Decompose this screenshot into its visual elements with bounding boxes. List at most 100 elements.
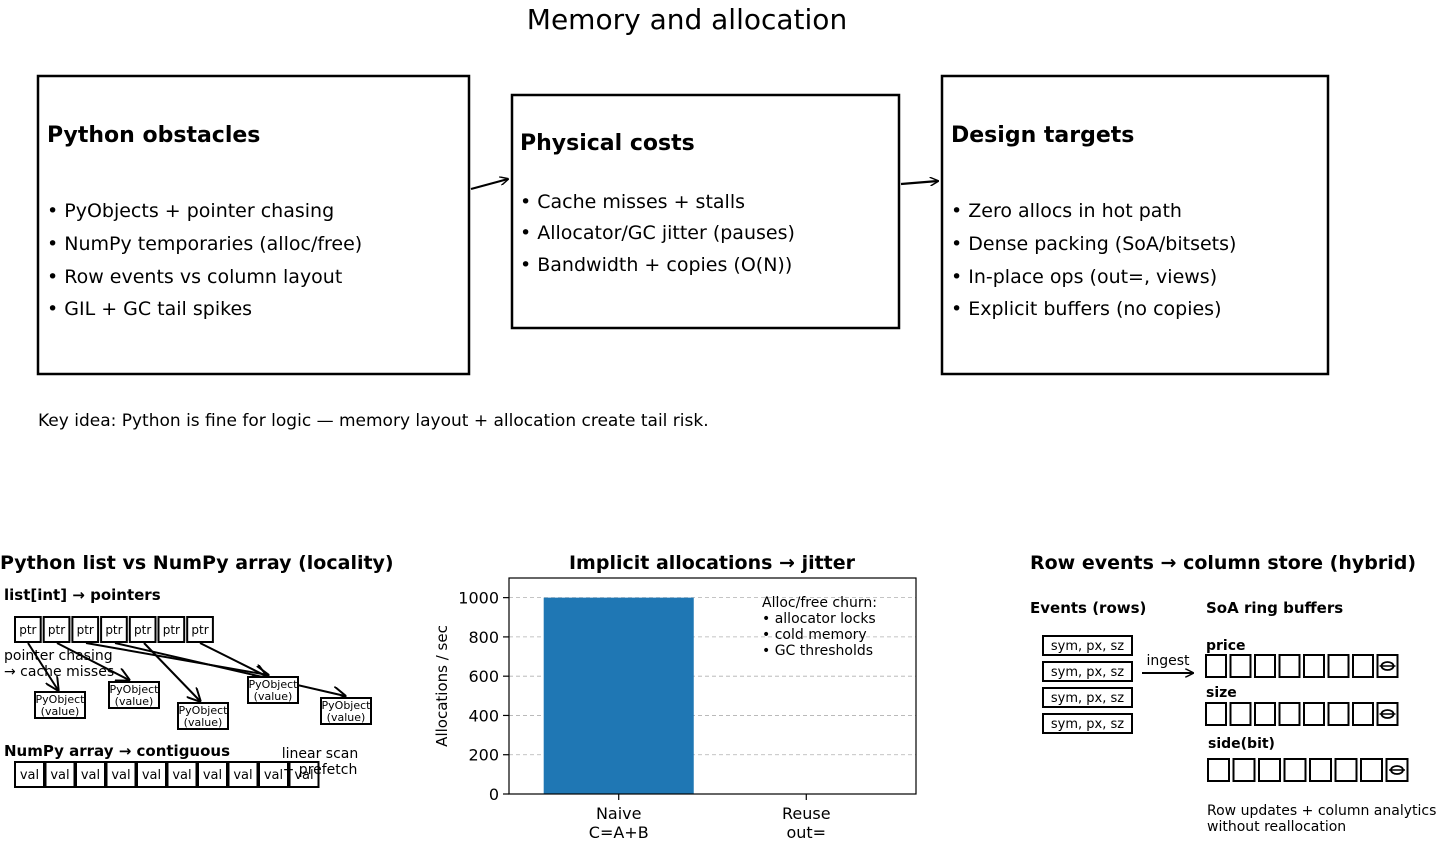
- pointer-cell: [128, 616, 157, 643]
- bar: [543, 597, 694, 794]
- value-cell-label: val: [50, 768, 69, 783]
- x-tick-label: C=A+B: [589, 823, 649, 842]
- buffer-cell: [1278, 654, 1301, 678]
- y-tick-label: 0: [489, 785, 499, 804]
- annotation-line: Alloc/free churn:: [762, 595, 877, 611]
- flow-box-design-targets: Design targets • Zero allocs in hot path…: [940, 74, 1330, 376]
- buffer-cell: [1278, 702, 1301, 726]
- alloc-chart: Implicit allocations → jitter 0200400600…: [433, 552, 917, 842]
- locality-panel: Python list vs NumPy array (locality) li…: [0, 552, 394, 788]
- event-row-label: sym, px, sz: [1051, 665, 1124, 680]
- value-cell-label: val: [233, 768, 252, 783]
- buffer-cell: [1309, 758, 1332, 782]
- value-cell: [75, 761, 106, 788]
- value-cell-label: val: [20, 768, 39, 783]
- value-cell-label: val: [172, 768, 191, 783]
- event-row-label: sym, px, sz: [1051, 639, 1124, 654]
- event-row-label: sym, px, sz: [1051, 691, 1124, 706]
- columnar-footer: Row updates + column analytics: [1207, 803, 1436, 819]
- pyobject-label: PyObject: [179, 704, 229, 717]
- value-cell-label: val: [264, 768, 283, 783]
- pointer-cell-label: ptr: [19, 623, 36, 637]
- box-bullet: • Allocator/GC jitter (pauses): [520, 222, 795, 244]
- x-tick-label: Naive: [596, 804, 642, 823]
- pyobject-label: PyObject: [249, 678, 299, 691]
- box-bullet: • Explicit buffers (no copies): [951, 298, 1222, 320]
- buffer-label: price: [1206, 638, 1246, 654]
- value-cell: [14, 761, 45, 788]
- buffer-cell: [1303, 654, 1325, 678]
- pyobject-value: (value): [254, 690, 293, 703]
- buffer-cell: [1205, 654, 1227, 678]
- box-bullet: • Bandwidth + copies (O(N)): [520, 254, 792, 276]
- box-bullet: • PyObjects + pointer chasing: [47, 200, 334, 222]
- pyobject-value: (value): [41, 705, 80, 718]
- buffer-cell: [1258, 758, 1281, 782]
- numpy-label: NumPy array → contiguous: [4, 742, 230, 760]
- buffer-cell: [1229, 654, 1252, 678]
- pointer-cell: [42, 616, 71, 643]
- value-cell: [258, 761, 289, 788]
- scan-note: + prefetch: [283, 762, 358, 778]
- value-cell-label: val: [203, 768, 222, 783]
- pointer-cell: [157, 616, 186, 643]
- pointer-arrow: [85, 642, 268, 675]
- buffer-head-cell: [1385, 758, 1409, 782]
- buffer-cell: [1254, 654, 1276, 678]
- flow-box-obstacles: Python obstacles • PyObjects + pointer c…: [36, 74, 471, 376]
- box-bullet: • Zero allocs in hot path: [951, 200, 1182, 222]
- y-tick-label: 600: [468, 667, 499, 686]
- figure-title: Memory and allocation: [527, 3, 847, 36]
- box-heading: Python obstacles: [47, 123, 260, 148]
- flow-arrow-2: [900, 181, 938, 184]
- buffer-cell: [1207, 758, 1230, 782]
- box-bullet: • Cache misses + stalls: [520, 191, 745, 213]
- box-bullet: • Row events vs column layout: [47, 266, 342, 288]
- chase-note: → cache misses: [4, 664, 114, 680]
- box-bullet: • Dense packing (SoA/bitsets): [951, 233, 1236, 255]
- value-cell: [227, 761, 259, 788]
- chart-bars: [543, 597, 694, 794]
- box-bullet: • In-place ops (out=, views): [951, 266, 1217, 288]
- pyobject-value: (value): [184, 716, 223, 729]
- pointer-cell-label: ptr: [77, 623, 94, 637]
- pointer-cell: [186, 616, 214, 643]
- y-axis-label: Allocations / sec: [433, 625, 451, 747]
- flow-arrow-1: [470, 179, 508, 191]
- buffer-head-cell: [1376, 654, 1399, 678]
- event-rows: sym, px, sz sym, px, sz sym, px, sz sym, px…: [1042, 635, 1133, 734]
- buffer-cell: [1205, 702, 1227, 726]
- chart-title: Implicit allocations → jitter: [569, 552, 856, 574]
- locality-title: Python list vs NumPy array (locality): [0, 552, 394, 574]
- columnar-footer: without reallocation: [1207, 819, 1346, 835]
- chart-grid: [509, 597, 916, 756]
- event-row-label: sym, px, sz: [1051, 717, 1124, 732]
- box-bullet: • NumPy temporaries (alloc/free): [47, 233, 362, 255]
- pyobject-box: [34, 691, 86, 719]
- value-cell: [166, 761, 198, 788]
- ingest-label: ingest: [1146, 653, 1190, 669]
- pointer-arrow: [27, 642, 58, 690]
- event-row-box: [1042, 661, 1133, 682]
- pointer-cell-label: ptr: [134, 623, 151, 637]
- pointer-cell: [71, 616, 100, 643]
- x-tick-label: out=: [786, 823, 826, 842]
- pyobject-label: PyObject: [110, 683, 160, 696]
- box-heading: Design targets: [951, 123, 1134, 148]
- pyobject-value: (value): [327, 711, 366, 724]
- event-row-box: [1042, 687, 1133, 708]
- buffer-cell: [1360, 758, 1383, 782]
- pointer-cell: [100, 616, 128, 643]
- value-cell-label: val: [111, 768, 130, 783]
- y-tick-label: 800: [468, 628, 499, 647]
- buffer-label: side(bit): [1208, 736, 1275, 752]
- buffer-cell: [1229, 702, 1252, 726]
- value-cell: [105, 761, 137, 788]
- events-label: Events (rows): [1030, 599, 1146, 617]
- value-cell: [288, 761, 320, 788]
